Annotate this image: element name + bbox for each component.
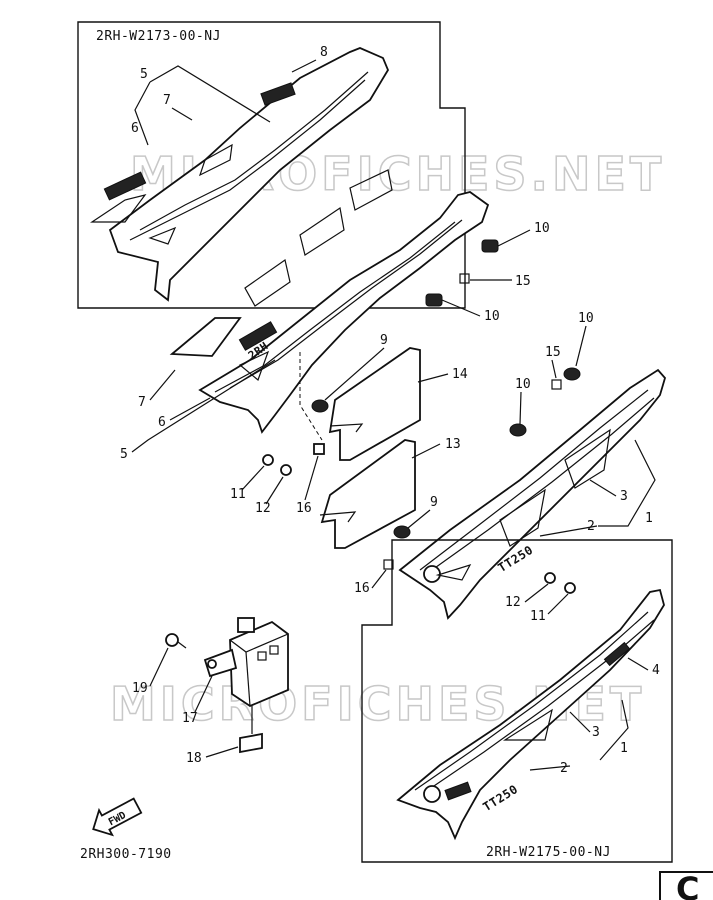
part-code-bottom: 2RH-W2175-00-NJ xyxy=(486,845,611,860)
right-callouts: 10 15 10 3 2 1 9 16 12 11 xyxy=(354,311,656,624)
corner-letter-box: C xyxy=(659,870,713,900)
callout-15-r: 15 xyxy=(545,345,561,360)
leader-dashed xyxy=(299,352,323,441)
callout-4-b: 4 xyxy=(652,663,660,678)
callout-18: 18 xyxy=(186,751,202,766)
callout-10-r: 10 xyxy=(515,377,531,392)
callout-12b: 12 xyxy=(505,595,521,610)
callout-17: 17 xyxy=(182,711,198,726)
callout-5-left: 5 xyxy=(120,447,128,462)
callout-9b: 9 xyxy=(430,495,438,510)
callout-10b: 10 xyxy=(484,309,500,324)
inset-cover-top-2 xyxy=(90,171,147,223)
callout-16a: 16 xyxy=(296,501,312,516)
callout-5-top: 5 xyxy=(140,67,148,82)
callout-6-top: 6 xyxy=(131,121,139,136)
callout-1-r: 1 xyxy=(645,511,653,526)
bracket-assembly xyxy=(165,617,289,754)
side-plate-13 xyxy=(319,439,416,549)
bracket-callouts: 19 17 18 xyxy=(132,647,239,766)
inset-cover-top xyxy=(108,47,390,302)
bottom-callouts: 4 3 1 2 xyxy=(529,657,660,776)
callout-6-left: 6 xyxy=(158,415,166,430)
callout-19: 19 xyxy=(132,681,148,696)
callout-9a: 9 xyxy=(380,333,388,348)
callout-14: 14 xyxy=(452,367,468,382)
screws-left xyxy=(262,443,325,476)
callout-7-left: 7 xyxy=(138,395,146,410)
fwd-arrow-icon: FWD xyxy=(92,797,143,837)
left-side-cover xyxy=(198,191,490,434)
callout-10-r-top: 10 xyxy=(578,311,594,326)
diagram-code: 2RH300-7190 xyxy=(80,847,172,862)
callout-15a: 15 xyxy=(515,274,531,289)
callout-13: 13 xyxy=(445,437,461,452)
callout-16b: 16 xyxy=(354,581,370,596)
callout-3-r: 3 xyxy=(620,489,628,504)
inset-box-top xyxy=(77,21,466,309)
callout-12a: 12 xyxy=(255,501,271,516)
part-code-top: 2RH-W2173-00-NJ xyxy=(96,29,221,44)
decal-bottom: TT250 xyxy=(480,782,520,814)
left-callouts: 10 15 10 7 6 5 9 14 13 11 12 16 xyxy=(120,221,550,516)
callout-11b: 11 xyxy=(530,609,546,624)
corner-letter: C xyxy=(676,870,699,900)
side-plate-14 xyxy=(328,347,421,461)
inset-box-bottom xyxy=(361,539,673,863)
callout-11a: 11 xyxy=(230,487,246,502)
left-cover-panels xyxy=(169,169,393,357)
callout-8-top: 8 xyxy=(320,45,328,60)
callout-3-b: 3 xyxy=(592,725,600,740)
rubber-grommets-left xyxy=(311,239,499,413)
callout-2-b: 2 xyxy=(560,761,568,776)
top-callouts: 5 7 6 8 xyxy=(131,45,328,146)
callout-1-b: 1 xyxy=(620,741,628,756)
callout-7-top: 7 xyxy=(163,93,171,108)
rubber-grommets-right xyxy=(383,367,581,594)
callout-10a: 10 xyxy=(534,221,550,236)
